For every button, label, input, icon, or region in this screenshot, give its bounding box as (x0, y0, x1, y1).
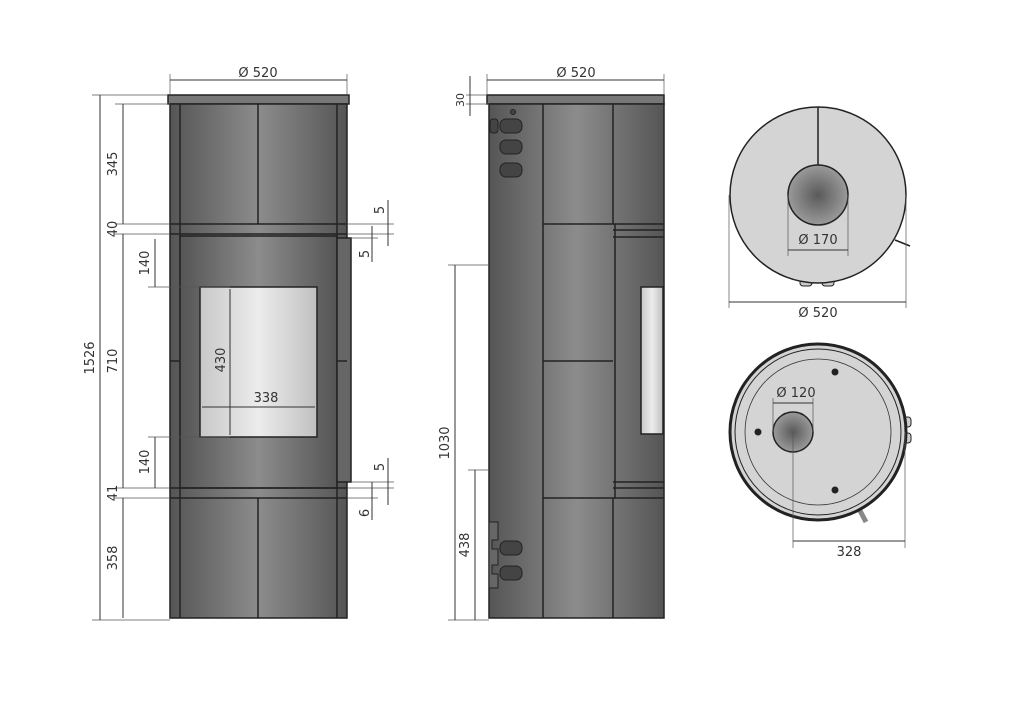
rear-connections (489, 109, 523, 581)
top-view: Ø 170 Ø 520 (728, 106, 911, 321)
top-cap (167, 94, 350, 105)
bottom-view: Ø 120 328 (728, 342, 912, 560)
air-inlet-bracket (488, 521, 499, 589)
glass-top-offset-label: 140 (138, 251, 153, 276)
upper-band-label: 40 (106, 221, 121, 238)
flue-outlet (787, 164, 849, 226)
fixing-hole (754, 428, 762, 436)
glass-height-label: 430 (214, 348, 229, 373)
outer-diameter-label: Ø 520 (798, 306, 837, 321)
bottom-panel-label: 358 (106, 546, 121, 571)
side-top-cap (486, 94, 665, 105)
rear-outlet-height-label: 1030 (438, 426, 453, 459)
viewing-glass (199, 286, 318, 438)
top-panel-label: 345 (106, 152, 121, 177)
front-width-label: Ø 520 (238, 66, 277, 81)
fixing-hole (831, 368, 839, 376)
gap-lower-a-label: 5 (373, 463, 388, 471)
door-section-label: 710 (106, 349, 121, 374)
base-outer-ring (728, 342, 908, 522)
top-cap-label: 30 (454, 93, 467, 107)
side-glass (640, 286, 664, 435)
fixing-hole (831, 486, 839, 494)
inlet-offset-label: 328 (837, 545, 862, 560)
side-view: Ø 520 30 1030 438 (438, 66, 665, 621)
gap-lower-b-label: 6 (358, 509, 373, 517)
side-width-label: Ø 520 (556, 66, 595, 81)
inlet-diameter-label: Ø 120 (776, 386, 815, 401)
lower-band-label: 41 (106, 485, 121, 502)
air-inlet-height-label: 438 (458, 533, 473, 558)
gap-upper-a-label: 5 (373, 206, 388, 214)
glass-width-label: 338 (254, 391, 279, 406)
total-height-label: 1526 (83, 341, 98, 374)
glass-bottom-offset-label: 140 (138, 450, 153, 475)
door-handle (336, 237, 352, 483)
flue-diameter-label: Ø 170 (798, 233, 837, 248)
front-view: Ø 520 1526 345 40 710 41 358 140 140 430… (83, 66, 394, 621)
gap-upper-b-label: 5 (358, 250, 373, 258)
